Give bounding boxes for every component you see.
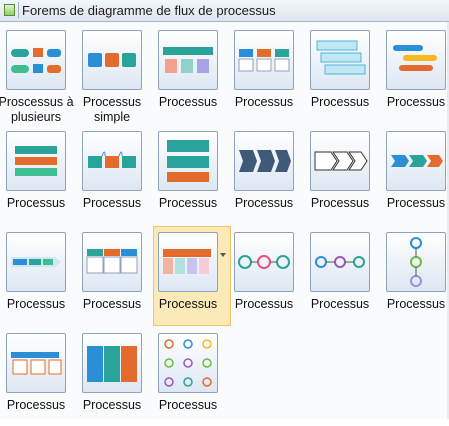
tab-boxes-icon [163,249,211,274]
shape-thumbnail[interactable] [234,131,294,191]
chevron-outline-icon [314,151,368,171]
shape-thumbnail[interactable] [6,232,66,292]
header-divider [18,2,19,18]
shape-item[interactable]: Processus [230,25,306,123]
shape-item[interactable]: Processus [154,126,230,224]
shape-label: Processus [158,297,218,311]
shape-thumbnail[interactable] [386,131,446,191]
staggered-bars-icon [393,45,437,71]
shape-thumbnail[interactable] [82,333,142,393]
shape-label: Processus [310,196,370,210]
shape-item[interactable]: Processus [382,227,449,325]
shape-item[interactable]: Processus [2,126,78,224]
scrollbar[interactable] [447,22,449,419]
shape-item[interactable]: Processus [382,126,449,224]
vertical-circles-icon [410,237,422,287]
shape-thumbnail[interactable] [82,30,142,90]
column-blocks-icon [87,346,137,382]
shape-label: Processus [158,196,218,210]
shape-label: Processus [386,297,446,311]
shape-thumbnail[interactable] [158,333,218,393]
shape-thumbnail[interactable] [158,232,218,292]
shape-label: Processus [82,297,142,311]
shape-label: Processus [82,398,142,412]
shape-label: Processus [234,95,294,109]
process-boxes-arrows-icon [238,49,290,72]
circle-matrix-icon [164,339,212,387]
shape-thumbnail[interactable] [82,232,142,292]
shape-item[interactable]: Processus [306,227,382,325]
shape-thumbnail[interactable] [234,232,294,292]
shape-item[interactable]: Processus [306,25,382,123]
chevron-colored-icon [391,155,443,167]
shape-item[interactable]: Processus [154,328,230,426]
shape-item[interactable]: Processus [78,227,154,325]
shape-item[interactable]: Processus [306,126,382,224]
shape-thumbnail[interactable] [82,131,142,191]
shape-thumbnail[interactable] [310,232,370,292]
shape-label: Processus [234,196,294,210]
shape-item[interactable]: Processus [2,328,78,426]
shape-label: Processus [386,95,446,109]
shape-item[interactable]: Processus [154,25,230,123]
multi-process-icon [11,48,61,73]
shape-label: Processus [310,297,370,311]
simple-process-icon [88,53,136,67]
shape-label: Processus [386,196,446,210]
chevron-down-icon[interactable] [220,253,226,257]
shape-thumbnail[interactable] [158,131,218,191]
shape-label: Processus [6,196,66,210]
library-title: Forems de diagramme de flux de processus [22,3,276,18]
shape-label: Processus [310,95,370,109]
shape-thumbnail[interactable] [386,232,446,292]
bracket-list-icon [15,146,57,176]
shape-item[interactable]: Processus [382,25,449,123]
vertical-flow-icon [167,140,209,182]
shape-label: Processus simple [82,95,142,124]
header-boxes-icon [86,249,138,274]
outlined-arrow-boxes-icon [11,352,62,375]
shape-item[interactable]: Processus [230,227,306,325]
shape-thumbnail[interactable] [6,131,66,191]
shape-thumbnail[interactable] [6,333,66,393]
shape-item[interactable]: Processus [78,126,154,224]
process-shapes-icon [163,47,213,73]
shape-item[interactable]: Processus [2,227,78,325]
shape-thumbnail[interactable] [386,30,446,90]
arrow-circles-icon [315,256,365,268]
shape-label: Processus [158,95,218,109]
shape-label: Processus [82,196,142,210]
shape-label: Processus [6,297,66,311]
chevron-dark-icon [239,150,291,172]
shape-item[interactable]: Processus [78,328,154,426]
shape-label: Processus [6,398,66,412]
linked-blocks-icon [88,151,136,168]
shape-thumbnail[interactable] [234,30,294,90]
library-collapse-icon[interactable] [4,4,15,16]
arrow-bar-icon [11,257,61,267]
circle-chain-icon [238,255,290,269]
library-header[interactable]: Forems de diagramme de flux de processus [0,0,449,22]
shape-item[interactable]: Proscessus à plusieurs [0,25,78,124]
stacked-steps-icon [316,40,366,75]
shape-item[interactable]: Processus simple [78,25,154,124]
shape-item[interactable]: Processus [230,126,306,224]
shape-label: Processus [234,297,294,311]
shape-label: Processus [158,398,218,412]
shape-item[interactable]: Processus [153,226,231,326]
shape-label: Proscessus à plusieurs [0,95,74,124]
shape-thumbnail[interactable] [310,131,370,191]
shape-thumbnail[interactable] [6,30,66,90]
shape-thumbnail[interactable] [310,30,370,90]
shape-thumbnail[interactable] [158,30,218,90]
